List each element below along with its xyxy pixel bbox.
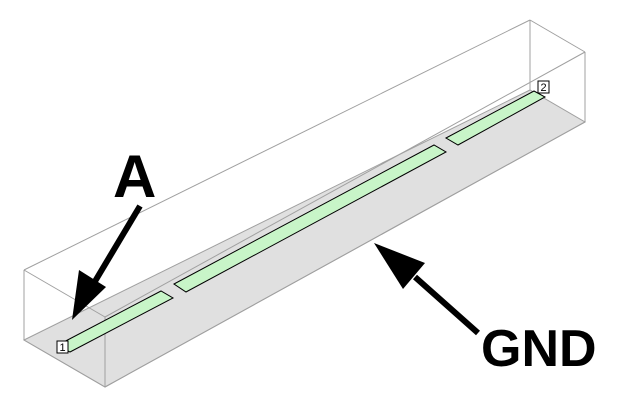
arrow-gnd	[374, 243, 480, 336]
strip-segment-2	[173, 144, 448, 293]
port-2-label: 2	[540, 82, 546, 94]
arrow-a	[72, 204, 143, 320]
bounding-box	[23, 19, 586, 388]
label-a: A	[113, 143, 156, 210]
port-1-label: 1	[59, 342, 65, 354]
strip-segment-3	[444, 90, 547, 146]
port-2-marker: 2	[537, 80, 550, 94]
port-1-marker: 1	[56, 340, 69, 354]
label-gnd: GND	[481, 320, 597, 378]
